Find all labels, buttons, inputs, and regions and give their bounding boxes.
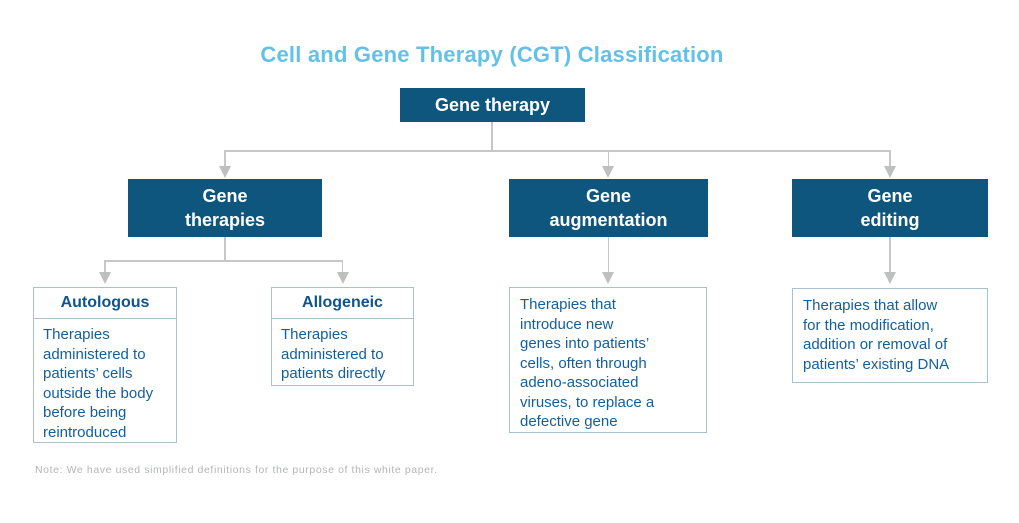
card-autologous-body: Therapies administered to patients’ cell… [43, 326, 154, 441]
connector-drop-allogeneic [341, 260, 344, 274]
arrowhead-augmentation-desc [602, 272, 614, 284]
arrowhead-editing-desc [884, 272, 896, 284]
arrowhead-gene-therapies [219, 166, 231, 178]
card-editing-description-body: Therapies that allow for the modificatio… [803, 297, 950, 373]
arrowhead-autologous [99, 272, 111, 284]
node-gene-editing: Gene editing [792, 179, 988, 237]
connector-drop-gene-augmentation [607, 150, 610, 167]
card-augmentation-description: Therapies that introduce new genes into … [509, 287, 707, 433]
connector-level2-bar [104, 260, 344, 262]
card-editing-description: Therapies that allow for the modificatio… [792, 288, 988, 383]
card-allogeneic: Allogeneic Therapies administered to pat… [271, 287, 414, 386]
node-gene-editing-label: Gene editing [860, 186, 920, 230]
connector-editing-stem [889, 237, 891, 274]
footnote: Note: We have used simplified definition… [35, 464, 438, 476]
connector-drop-autologous [104, 260, 106, 274]
node-gene-therapies: Gene therapies [128, 179, 322, 237]
connector-augmentation-stem [607, 237, 610, 274]
card-autologous-title: Autologous [34, 288, 176, 319]
connector-drop-gene-therapies [224, 150, 226, 167]
connector-gene-therapies-stem [224, 237, 226, 261]
node-gene-augmentation-label: Gene augmentation [549, 186, 668, 230]
node-gene-therapy-label: Gene therapy [434, 95, 551, 115]
connector-level1-bar [224, 150, 891, 152]
arrowhead-gene-editing [884, 166, 896, 178]
node-gene-therapies-label: Gene therapies [184, 186, 266, 230]
connector-drop-gene-editing [889, 150, 891, 167]
arrowhead-gene-augmentation [602, 166, 614, 178]
node-gene-therapy: Gene therapy [400, 88, 585, 122]
arrowhead-allogeneic [336, 272, 349, 284]
card-augmentation-description-body: Therapies that introduce new genes into … [520, 296, 655, 430]
card-allogeneic-title: Allogeneic [272, 288, 413, 319]
diagram-title: Cell and Gene Therapy (CGT) Classificati… [260, 42, 724, 67]
card-autologous: Autologous Therapies administered to pat… [33, 287, 177, 443]
connector-root-stem [491, 122, 493, 151]
card-allogeneic-body: Therapies administered to patients direc… [281, 326, 386, 382]
node-gene-augmentation: Gene augmentation [509, 179, 708, 237]
